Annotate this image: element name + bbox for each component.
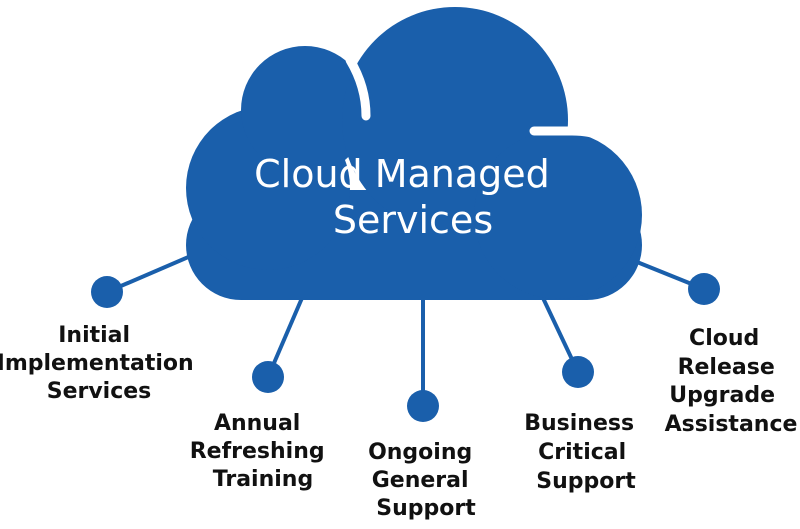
node-dot-ongoing-general-support: [407, 390, 439, 422]
label-line: Business: [524, 411, 634, 436]
node-dots: [91, 273, 720, 422]
label-line: Refreshing: [190, 439, 325, 464]
cloud-title-line-2: Services: [333, 198, 493, 242]
label-line: Training: [213, 467, 313, 492]
cloud-shape: [186, 7, 642, 300]
label-line: Critical: [538, 440, 626, 465]
label-line: General: [372, 468, 469, 493]
label-annual-refreshing-training: Annual Refreshing Training: [190, 411, 333, 492]
label-line: Cloud: [689, 326, 759, 351]
label-line: Ongoing: [368, 440, 472, 465]
label-initial-implementation-services: Initial Implementation Services: [0, 323, 201, 404]
label-line: Implementation: [0, 351, 194, 376]
node-dot-annual-refreshing-training: [252, 361, 284, 393]
label-line: Release: [678, 355, 775, 380]
cloud-title: Cloud Managed Services: [254, 152, 562, 242]
label-line: Services: [47, 379, 152, 404]
label-line: Support: [376, 496, 476, 521]
label-line: Initial: [58, 323, 130, 348]
node-dot-cloud-release-upgrade-assistance: [688, 273, 720, 305]
label-line: Upgrade: [669, 383, 775, 408]
cloud-title-line-1: Cloud Managed: [254, 152, 550, 196]
label-line: Annual: [214, 411, 300, 436]
label-line: Support: [536, 469, 636, 494]
node-dot-initial-implementation-services: [91, 276, 123, 308]
node-dot-business-critical-support: [562, 356, 594, 388]
label-cloud-release-upgrade-assistance: Cloud Release Upgrade Assistance: [665, 326, 798, 437]
connector-initial-implementation-services: [106, 250, 201, 294]
label-ongoing-general-support: Ongoing General Support: [368, 440, 480, 521]
label-business-critical-support: Business Critical Support: [524, 411, 642, 494]
label-line: Assistance: [665, 412, 798, 437]
